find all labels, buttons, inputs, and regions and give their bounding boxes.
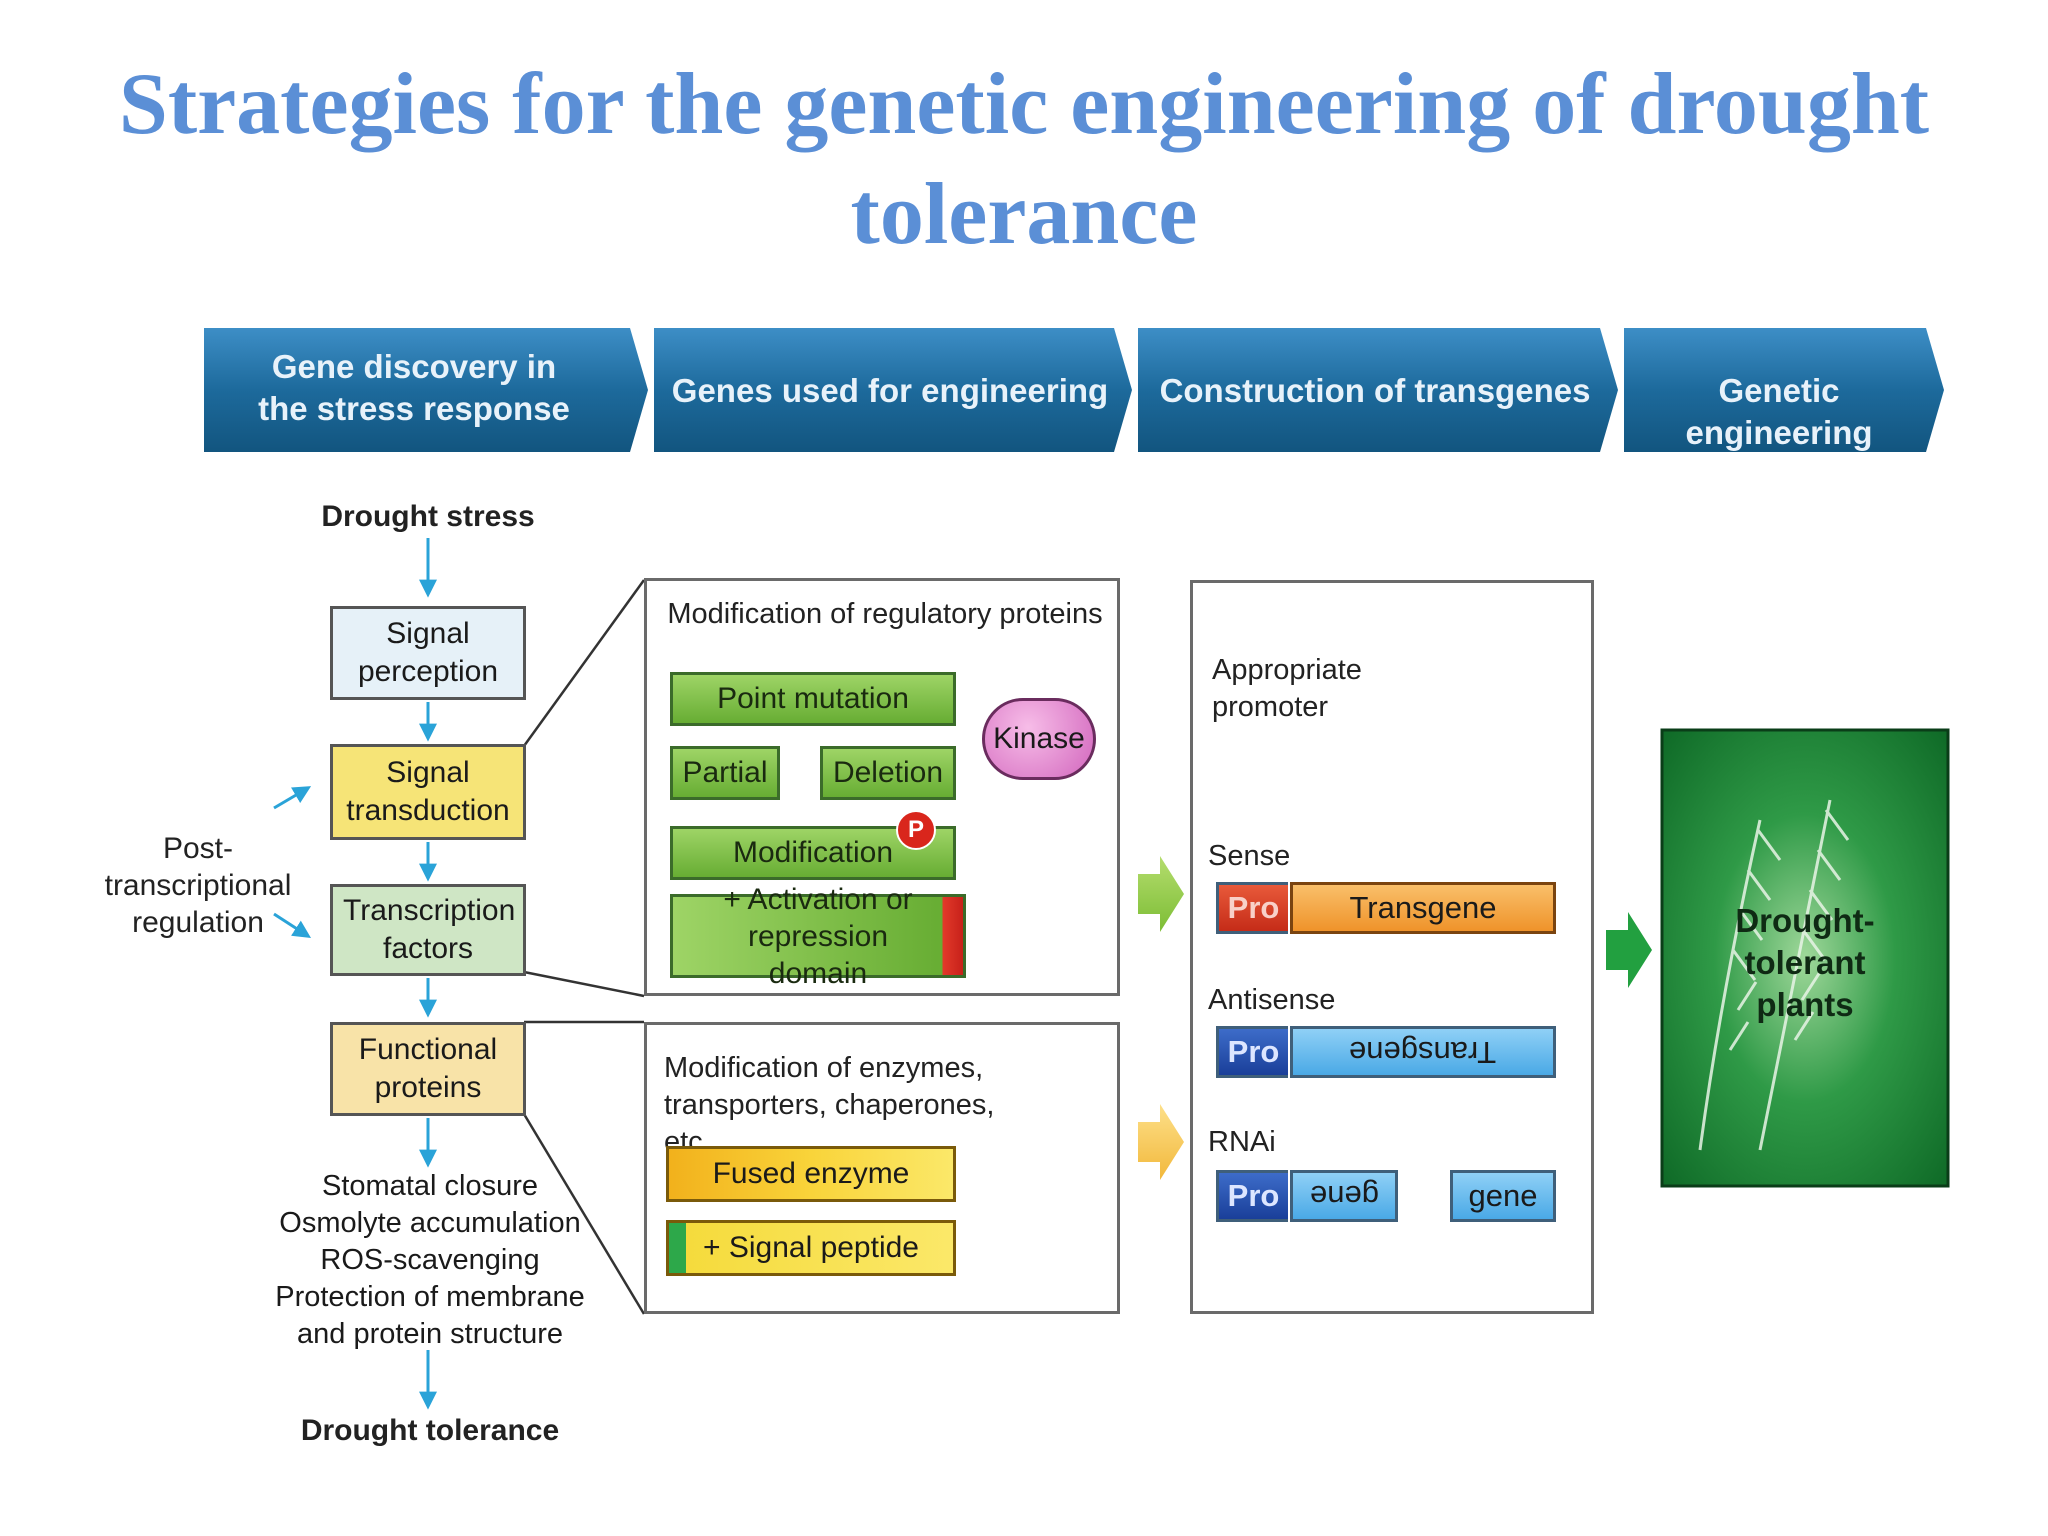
banner-chevron-4	[1624, 328, 1944, 452]
stage-label-1: Gene discovery in the stress response	[258, 348, 570, 427]
functional-proteins-box: Functional proteins	[330, 1022, 526, 1116]
promoter-label: Appropriate promoter	[1212, 654, 1362, 723]
drought-tolerance-label: Drought tolerance	[300, 1414, 560, 1447]
signal-transduction-box: Signal transduction	[330, 744, 526, 840]
post-transcriptional-label: Post-transcriptional regulation	[104, 832, 292, 939]
outcome-item: Protection of membrane	[275, 1281, 585, 1313]
outcomes-list: Stomatal closure Osmolyte accumulation R…	[270, 1168, 590, 1353]
outcome-item: and protein structure	[297, 1318, 563, 1350]
yellow-fat-arrow	[1138, 1104, 1184, 1180]
sense-transgene-label: Transgene	[1349, 890, 1497, 925]
rnai-label: RNAi	[1208, 1126, 1276, 1158]
point-mutation-box: Point mutation	[670, 672, 956, 726]
partial-box: Partial	[670, 746, 780, 800]
fused-enzyme-box: Fused enzyme	[666, 1146, 956, 1202]
activation-domain-box: + Activation or repression domain	[670, 883, 966, 990]
antisense-transgene-box: Transgene	[1290, 1026, 1556, 1078]
sense-pro-box: Pro	[1216, 882, 1288, 934]
point-mutation-label: Point mutation	[717, 682, 909, 715]
regulatory-panel-heading: Modification of regulatory proteins	[667, 598, 1103, 630]
kinase-badge: Kinase	[982, 698, 1096, 780]
green-fat-arrow	[1138, 856, 1184, 932]
stage-label-2: Genes used for engineering	[671, 372, 1109, 409]
rnai-pro-label: Pro	[1227, 1178, 1280, 1213]
transcription-factors-box: Transcription factors	[330, 884, 526, 976]
connector-func-bottom	[522, 1113, 646, 1315]
outcome-item: Osmolyte accumulation	[279, 1207, 581, 1239]
sense-pro-label: Pro	[1227, 890, 1280, 925]
phosphate-badge: P	[896, 810, 936, 850]
sense-transgene-box: Transgene	[1290, 882, 1556, 934]
rnai-gene-reverse-box: gene	[1290, 1170, 1398, 1222]
result-plant-bg	[1660, 728, 1950, 1188]
antisense-transgene-label: Transgene	[1349, 1035, 1497, 1070]
deletion-label: Deletion	[832, 756, 944, 789]
banner-chevron-3	[1138, 328, 1618, 452]
deletion-box: Deletion	[820, 746, 956, 800]
signal-perception-box: Signal perception	[330, 606, 526, 700]
banner-chevron-2	[654, 328, 1132, 452]
functional-proteins-label: Functional proteins	[358, 1033, 498, 1104]
rnai-gene-forward-label: gene	[1468, 1178, 1538, 1213]
enzyme-panel-heading: Modification of enzymes, transporters, c…	[664, 1052, 995, 1158]
signal-transduction-label: Signal transduction	[346, 756, 510, 827]
signal-peptide-label: + Signal peptide	[702, 1231, 919, 1264]
rnai-gene-forward-box: gene	[1450, 1170, 1556, 1222]
antisense-pro-box: Pro	[1216, 1026, 1288, 1078]
outcome-item: Stomatal closure	[322, 1170, 538, 1202]
rnai-pro-box: Pro	[1216, 1170, 1288, 1222]
stage-label-4: Genetic engineering	[1685, 372, 1873, 451]
result-fat-arrow	[1606, 912, 1652, 988]
antisense-label: Antisense	[1208, 984, 1336, 1016]
drought-stress-label: Drought stress	[321, 500, 535, 533]
fused-enzyme-label: Fused enzyme	[712, 1157, 910, 1190]
wheat-ear-icon	[1698, 799, 1850, 1151]
banner-chevron-1	[204, 328, 648, 452]
connector-tf-bottom	[523, 970, 645, 998]
signal-peptide-box: + Signal peptide	[666, 1220, 956, 1276]
result-label: Drought-tolerant plants	[1735, 902, 1875, 1023]
arrow-posttrans-up	[273, 786, 312, 810]
modification-label: Modification	[732, 836, 894, 869]
stage-label-3: Construction of transgenes	[1159, 372, 1591, 409]
outcome-item: ROS-scavenging	[320, 1244, 540, 1276]
phosphate-label: P	[907, 816, 924, 843]
antisense-pro-label: Pro	[1227, 1034, 1280, 1069]
activation-domain-label: + Activation or repression domain	[723, 882, 913, 990]
kinase-label: Kinase	[993, 722, 1085, 755]
partial-label: Partial	[682, 756, 768, 789]
rnai-gene-reverse-label: gene	[1309, 1179, 1379, 1214]
connector-tf-top	[522, 579, 646, 747]
signal-perception-label: Signal perception	[357, 617, 499, 688]
sense-label: Sense	[1208, 840, 1291, 872]
arrow-posttrans-down	[273, 912, 312, 938]
transcription-factors-label: Transcription factors	[343, 894, 516, 965]
page-title: Strategies for the genetic engineering o…	[118, 56, 1930, 263]
